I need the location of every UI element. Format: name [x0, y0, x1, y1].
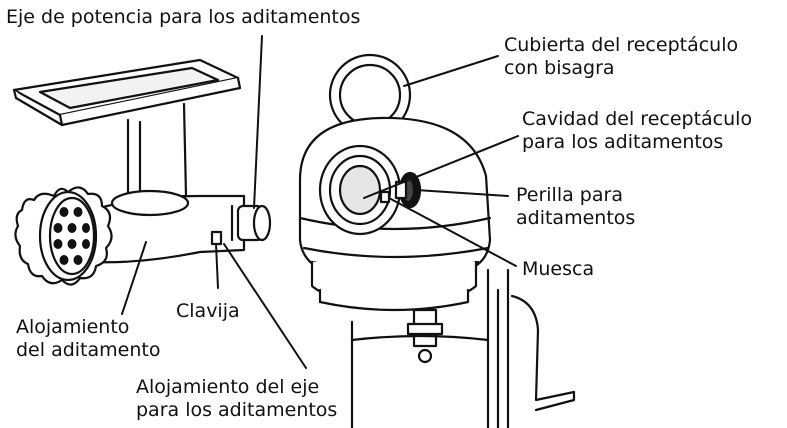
grinder-plate-holes	[53, 207, 90, 265]
hub-socket-label: Cavidad del receptáculo para los aditame…	[522, 108, 752, 154]
pin-label: Clavija	[176, 300, 240, 322]
housing-label-line2: del aditamento	[16, 339, 161, 361]
housing-label-line1: Alojamiento	[16, 316, 130, 338]
hub-cover-label-line1: Cubierta del receptáculo	[504, 34, 739, 56]
knob-label-line2: aditamentos	[516, 207, 636, 229]
knob-label-line1: Perilla para	[516, 184, 623, 206]
mixer-head	[298, 53, 576, 428]
attachment-shaft-label: Eje de potencia para los aditamentos	[6, 6, 361, 28]
hub-cover-label: Cubierta del receptáculo con bisagra	[504, 34, 738, 80]
shaft-housing-label-line1: Alojamiento del eje	[136, 376, 320, 398]
shaft-housing-label-line2: para los aditamentos	[136, 399, 338, 421]
grinder-ring	[14, 186, 113, 286]
grinder-attachment	[12, 58, 272, 286]
hub-socket-label-line1: Cavidad del receptáculo	[522, 108, 753, 130]
leader-lines	[121, 35, 519, 369]
knob-label: Perilla para aditamentos	[516, 184, 635, 230]
housing-label: Alojamiento del aditamento	[16, 316, 160, 362]
hub-cover-label-line2: con bisagra	[504, 57, 615, 79]
shaft-housing-label: Alojamiento del eje para los aditamentos	[136, 376, 337, 422]
notch-label: Muesca	[522, 258, 595, 280]
hub-socket-label-line2: para los aditamentos	[522, 131, 724, 153]
